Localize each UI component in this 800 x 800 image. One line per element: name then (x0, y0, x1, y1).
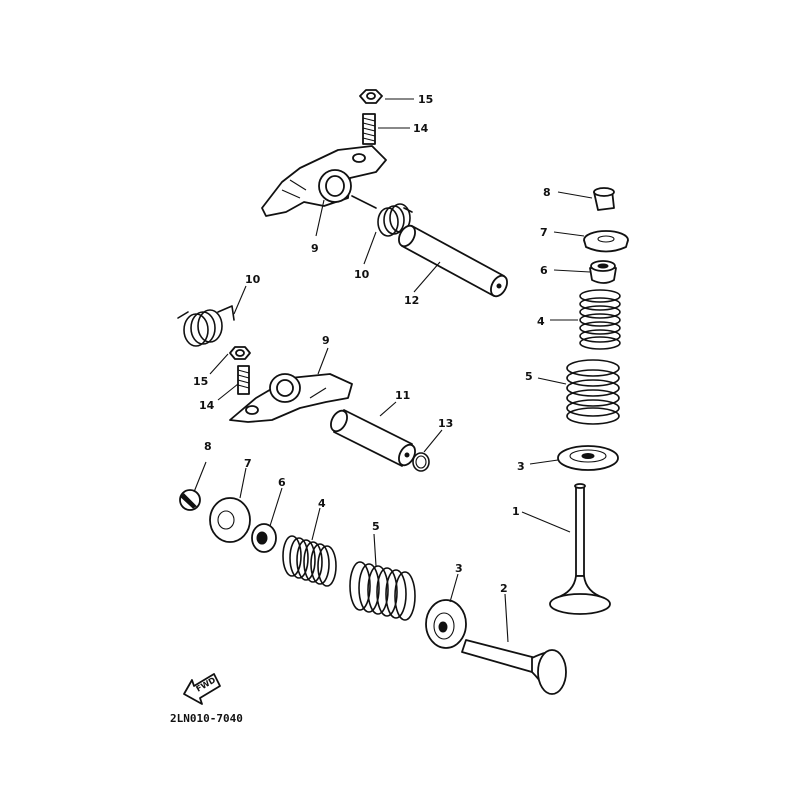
callout-6-left: 6 (278, 476, 286, 489)
outer-spring-5-left (349, 561, 416, 621)
valve-seal-6-left (251, 523, 277, 553)
callout-5-left: 5 (372, 520, 380, 533)
spring-retainer-7-left (209, 497, 251, 543)
callout-10-upper: 10 (354, 268, 370, 281)
callout-14-middle: 14 (199, 399, 215, 412)
valve-2 (461, 639, 567, 695)
callout-2: 2 (500, 582, 508, 595)
rocker-arm-9-upper (261, 145, 387, 217)
callout-8-right: 8 (543, 186, 551, 199)
shaft-12 (398, 224, 508, 298)
fwd-arrow: FWD (183, 673, 221, 705)
callout-6-right: 6 (540, 264, 548, 277)
middle-rocker-assembly (177, 305, 430, 472)
spring-10-upper (351, 195, 413, 237)
callout-11: 11 (395, 389, 410, 402)
valve-1 (549, 483, 611, 615)
callout-4-right: 4 (537, 315, 545, 328)
spring-retainer-7-right (583, 230, 629, 253)
nut-15-middle (229, 346, 251, 360)
callout-10-middle: 10 (245, 273, 261, 286)
callout-9-upper: 9 (311, 242, 319, 255)
callout-13: 13 (438, 417, 453, 430)
spring-seat-3-right (557, 445, 619, 471)
spring-10-middle (177, 305, 235, 347)
valve-cotter-8-left (179, 489, 201, 511)
valve-seal-6-right (589, 260, 617, 284)
adjuster-screw-14-upper (362, 113, 376, 145)
outer-spring-5-right (566, 359, 620, 425)
adjuster-screw-14-middle (237, 365, 250, 395)
callout-7-left: 7 (244, 457, 252, 470)
o-ring-13 (412, 452, 430, 472)
diagram-code: 2LN010-7040 (170, 712, 243, 725)
spring-seat-3-left (425, 599, 467, 649)
nut-15-upper (359, 89, 383, 104)
callout-8-left: 8 (204, 440, 212, 453)
callout-15-upper: 15 (418, 93, 433, 106)
valve-cotter-8-right (593, 187, 615, 211)
callout-1: 1 (512, 505, 520, 518)
upper-rocker-assembly (261, 89, 508, 298)
callout-5-right: 5 (525, 370, 533, 383)
inner-spring-4-left (282, 535, 337, 587)
right-valve-stack (549, 187, 629, 615)
callout-3-left: 3 (455, 562, 463, 575)
callout-9-middle: 9 (322, 334, 330, 347)
callout-12: 12 (404, 294, 419, 307)
shaft-11 (330, 409, 416, 467)
inner-spring-4-right (579, 289, 621, 350)
callout-numbers: 15 14 9 10 12 10 9 15 14 11 13 8 7 6 4 5… (193, 93, 551, 595)
callout-3-right: 3 (517, 460, 525, 473)
callout-7-right: 7 (540, 226, 548, 239)
leader-lines (193, 98, 593, 643)
callout-14-upper: 14 (413, 122, 429, 135)
lower-valve-stack (179, 489, 567, 695)
callout-15-middle: 15 (193, 375, 208, 388)
rocker-arm-9-middle (229, 373, 353, 423)
callout-4-left: 4 (318, 497, 326, 510)
